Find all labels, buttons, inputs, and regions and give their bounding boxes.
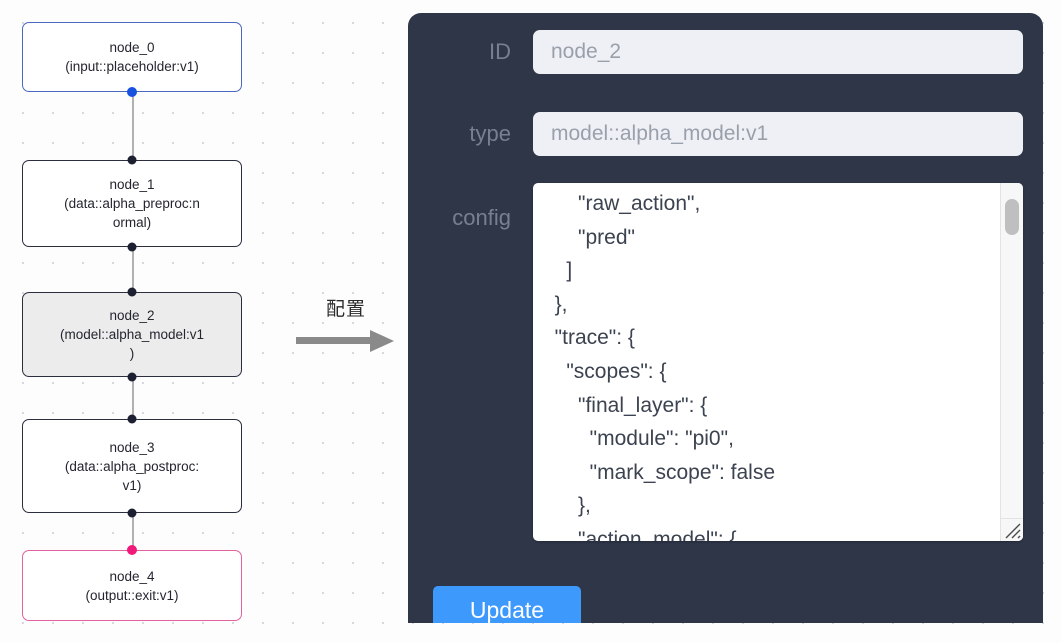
node-handle-node_2-out[interactable] — [127, 372, 137, 382]
edge-node1-node2 — [132, 247, 134, 292]
arrow-right-icon — [296, 328, 396, 354]
node-subtitle-cont: ) — [129, 346, 135, 361]
id-field-label: ID — [489, 39, 511, 64]
node-handle-node_1-in[interactable] — [127, 155, 137, 165]
field-row-id: ID — [433, 30, 1033, 74]
node-title: node_4 — [109, 568, 155, 584]
flow-node-node_1[interactable]: node_1 (data::alpha_preproc:n ormal) — [22, 160, 242, 247]
node-title: node_1 — [109, 177, 155, 192]
transition-annotation: 配置 — [296, 298, 396, 358]
node-title: node_2 — [109, 308, 155, 323]
flow-node-node_0[interactable]: node_0 (input::placeholder:v1) — [22, 22, 242, 92]
node-subtitle-cont: ormal) — [112, 215, 152, 230]
node-handle-node_2-in[interactable] — [127, 287, 137, 297]
config-scrollbar-thumb[interactable] — [1005, 199, 1019, 235]
node-handle-node_0-out[interactable] — [127, 87, 137, 97]
config-textarea[interactable]: "raw_action", "pred" ] }, "trace": { "sc… — [554, 192, 775, 541]
flow-node-node_3[interactable]: node_3 (data::alpha_postproc: v1) — [22, 419, 242, 513]
node-subtitle: (model::alpha_model:v1 — [59, 327, 205, 342]
node-subtitle: (data::alpha_postproc: — [64, 458, 200, 474]
resize-handle-icon[interactable] — [1000, 518, 1023, 541]
flow-node-node_2[interactable]: node_2 (model::alpha_model:v1 ) — [22, 292, 242, 377]
node-subtitle: (data::alpha_preproc:n — [64, 196, 200, 211]
node-handle-node_4-in[interactable] — [127, 545, 137, 555]
node-subtitle: (output::exit:v1) — [85, 587, 179, 603]
node-handle-node_3-in[interactable] — [127, 414, 137, 424]
id-input[interactable] — [533, 30, 1023, 74]
update-button[interactable]: Update — [433, 586, 581, 623]
field-row-type: type — [433, 112, 1033, 156]
node-subtitle-cont: v1) — [122, 477, 142, 493]
node-config-panel: ID type config "raw_action", "pred" ] },… — [408, 13, 1043, 623]
config-field-label: config — [452, 205, 511, 230]
config-scrollbar[interactable] — [1000, 183, 1023, 541]
node-handle-node_1-out[interactable] — [127, 242, 137, 252]
node-subtitle: (input::placeholder:v1) — [65, 59, 199, 74]
type-input[interactable] — [533, 112, 1023, 156]
edge-node0-node1 — [132, 92, 134, 160]
edge-node2-node3 — [132, 377, 134, 419]
flow-node-node_4[interactable]: node_4 (output::exit:v1) — [22, 550, 242, 621]
node-title: node_3 — [109, 439, 155, 455]
edge-node3-node4 — [132, 513, 134, 550]
field-row-config: config "raw_action", "pred" ] }, "trace"… — [433, 183, 1033, 541]
transition-label: 配置 — [325, 299, 366, 320]
node-handle-node_3-out[interactable] — [127, 508, 137, 518]
type-field-label: type — [469, 121, 511, 146]
node-title: node_0 — [109, 40, 155, 55]
config-textarea-wrapper[interactable]: "raw_action", "pred" ] }, "trace": { "sc… — [533, 183, 1023, 541]
